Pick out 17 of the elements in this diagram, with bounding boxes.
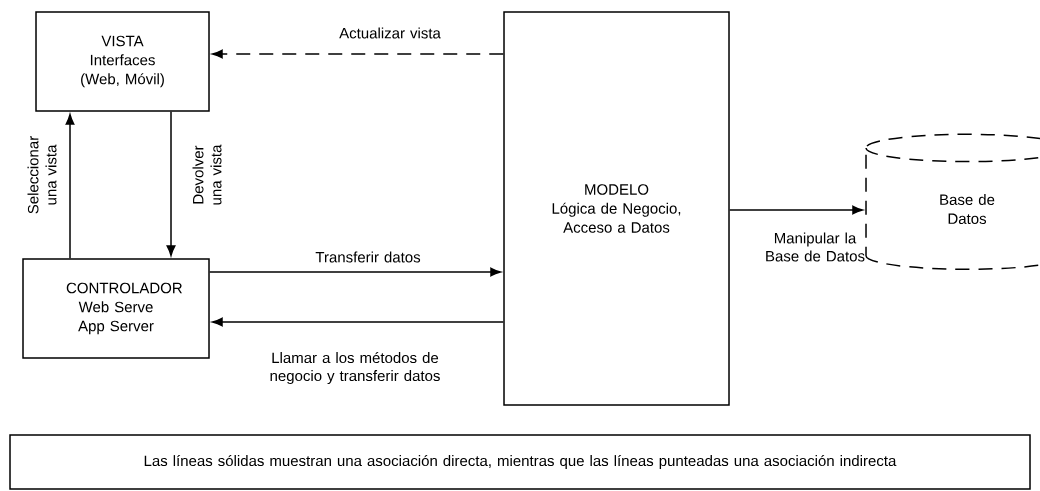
edge-label: Llamar a los métodos de negocio y transferir datos [270, 351, 440, 385]
note-box: Las líneas sólidas muestran una asociación directa, mientras que las líneas punteadas una asociación indirecta [9, 434, 1031, 490]
arrow [729, 205, 863, 215]
edge-label: Seleccionar una vista [27, 136, 57, 214]
process-box: VISTA Interfaces (Web, Móvil) [35, 11, 210, 112]
edge-label: Transferir datos [315, 251, 421, 263]
arrow [166, 111, 176, 256]
arrow [65, 114, 75, 259]
arrow [212, 317, 504, 327]
arrow [209, 267, 501, 277]
process-box: MODELO Lógica de Negocio, Acceso a Datos [503, 11, 730, 406]
edge-label: Actualizar vista [339, 27, 441, 39]
arrow [212, 49, 504, 59]
process-box: CONTROLADOR Web Serve App Server [22, 258, 210, 359]
edge-label: Devolver una vista [192, 144, 222, 205]
edge-label: Manipular la Base de Datos [766, 232, 865, 262]
database-cylinder: Base de Datos [865, 133, 1040, 271]
